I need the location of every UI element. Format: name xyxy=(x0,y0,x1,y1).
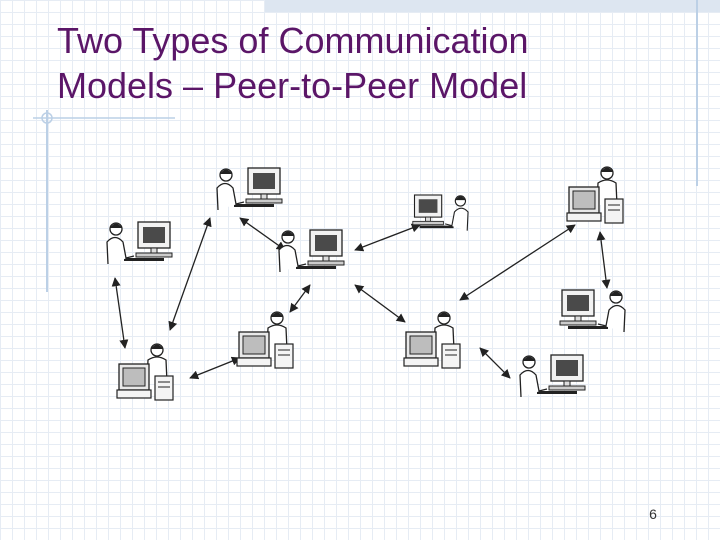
link-8-9 xyxy=(596,231,611,289)
person-at-computer-icon xyxy=(413,195,468,231)
person-at-computer-icon xyxy=(106,221,173,265)
peer-10 xyxy=(519,354,586,398)
peer-2 xyxy=(106,221,173,265)
person-at-computer-icon xyxy=(560,290,625,332)
accent-circle xyxy=(41,112,53,124)
link-2-4 xyxy=(111,277,129,349)
links xyxy=(111,217,611,380)
title-line-1: Two Types of Communication xyxy=(57,20,529,61)
peer-8 xyxy=(566,166,624,224)
page-number: 6 xyxy=(649,506,657,522)
peer-4 xyxy=(116,343,174,401)
link-6-4 xyxy=(189,356,241,380)
person-at-computer-icon xyxy=(216,167,283,211)
link-1-6 xyxy=(168,217,212,331)
slide-title: Two Types of Communication Models – Peer… xyxy=(57,18,697,108)
top-shaded-band xyxy=(265,0,720,12)
person-at-computer-icon xyxy=(116,343,174,401)
peer-7 xyxy=(403,311,461,369)
link-5-7 xyxy=(354,284,406,323)
person-at-computer-icon xyxy=(566,166,624,224)
title-line-2: Models – Peer-to-Peer Model xyxy=(57,65,528,106)
link-1-5 xyxy=(239,217,286,251)
link-7-10 xyxy=(479,347,511,379)
peer-9 xyxy=(560,290,625,332)
person-at-computer-icon xyxy=(278,229,345,273)
link-5-6 xyxy=(289,284,311,313)
person-at-computer-icon xyxy=(519,354,586,398)
link-5-3 xyxy=(354,223,421,252)
peer-6 xyxy=(236,311,294,369)
person-at-computer-icon xyxy=(403,311,461,369)
peer-3 xyxy=(413,195,468,231)
person-at-computer-icon xyxy=(236,311,294,369)
link-7-8 xyxy=(459,224,576,301)
peer-5 xyxy=(278,229,345,273)
peer-1 xyxy=(216,167,283,211)
